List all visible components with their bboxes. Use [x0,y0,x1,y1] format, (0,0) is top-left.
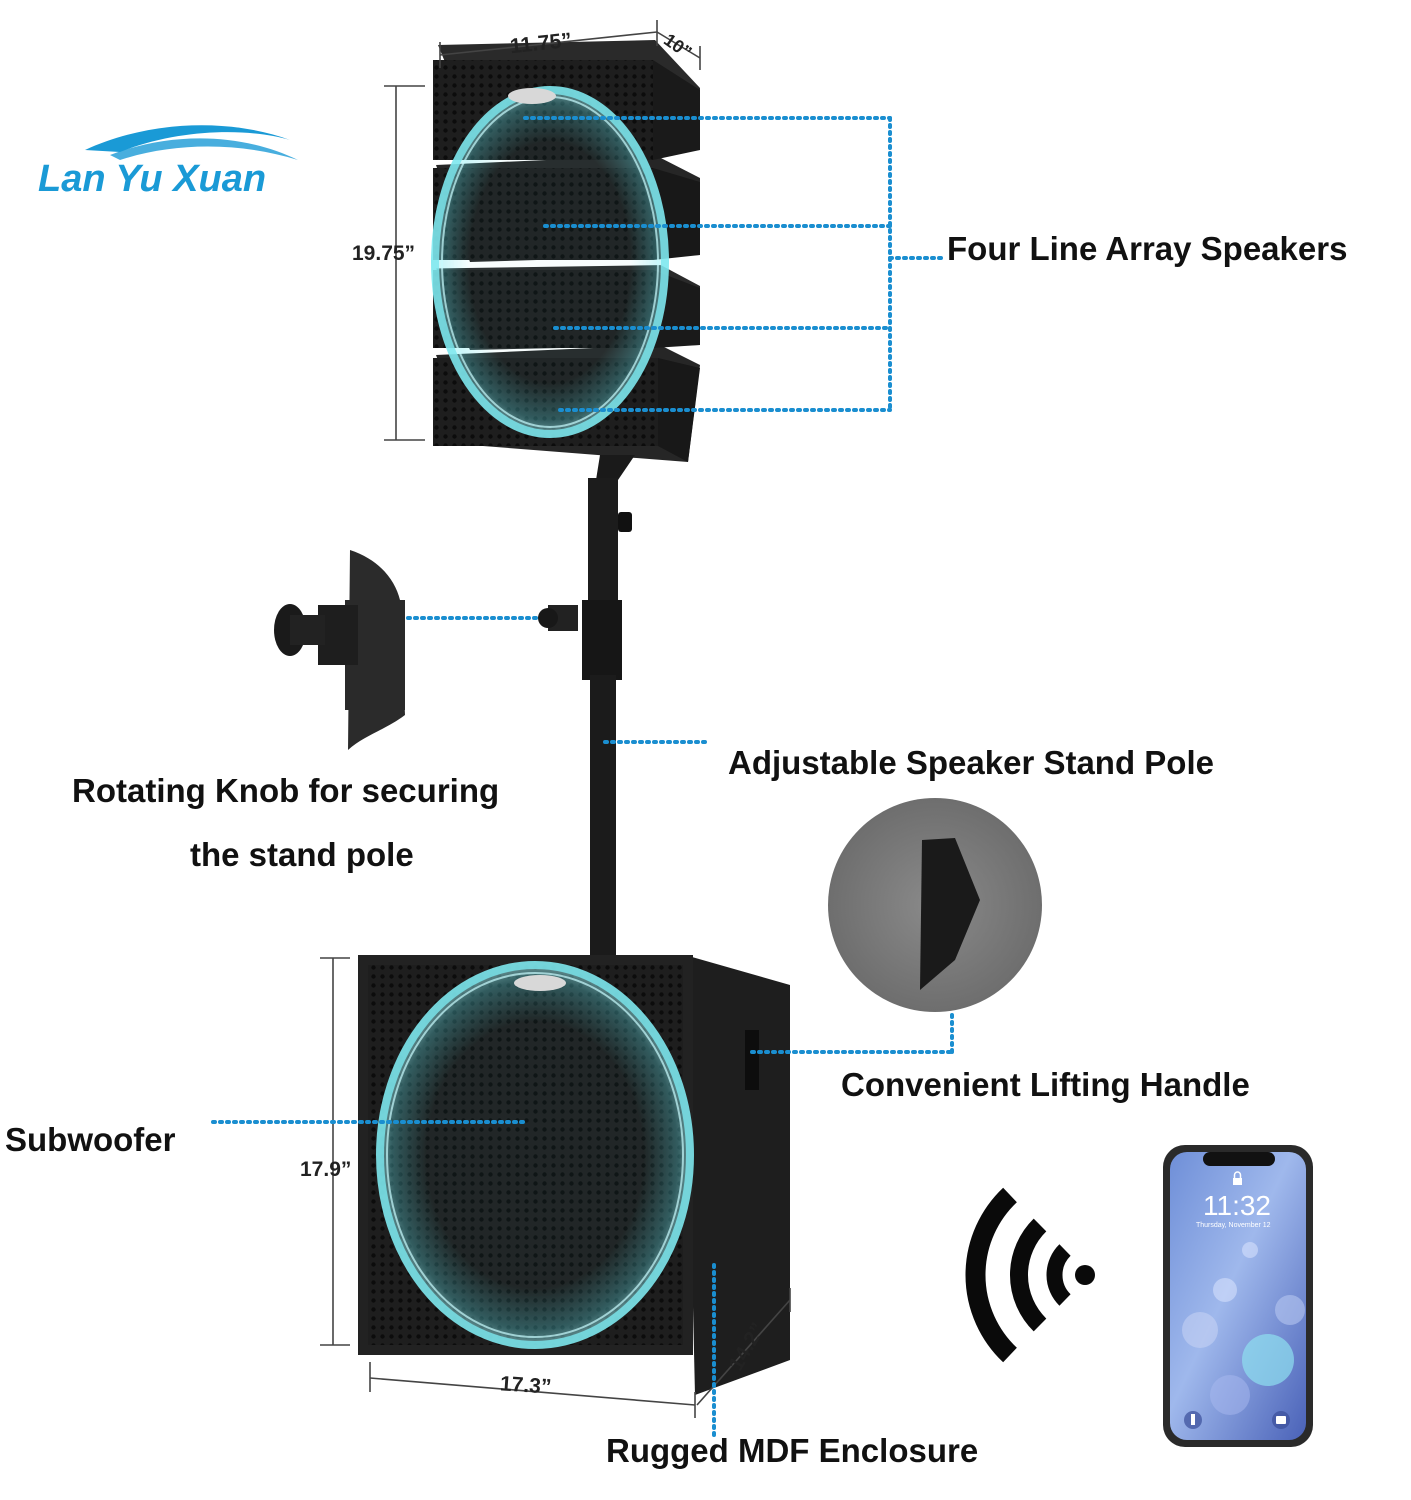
label-subwoofer: Subwoofer [5,1121,176,1158]
leader-lines-bottom [211,1013,954,1442]
knob-closeup [274,550,405,750]
leader-lines-middle [406,616,707,744]
brand-logo-text: Lan Yu Xuan [38,158,267,200]
label-rotating-knob-line2: the stand pole [190,836,414,873]
wifi-icon [965,1187,1095,1363]
sub-height-dimension: 17.9” [300,1158,352,1181]
brand-logo [85,125,298,160]
label-rotating-knob-line1: Rotating Knob for securing [72,772,500,809]
phone-date: Thursday, November 12 [1196,1222,1271,1229]
line-array-speakers [431,40,701,462]
flashlight-icon [1184,1411,1202,1429]
phone-time: 11:32 [1203,1190,1271,1221]
label-enclosure: Rugged MDF Enclosure [606,1432,979,1469]
label-stand-pole: Adjustable Speaker Stand Pole [728,744,1214,781]
sub-dimension-lines [320,957,791,1418]
label-four-line-array: Four Line Array Speakers [947,230,1348,267]
leader-lines-top [523,116,947,412]
lock-icon [1233,1171,1242,1185]
label-lifting-handle: Convenient Lifting Handle [841,1066,1250,1103]
smartphone [1163,1145,1313,1447]
sub-width-dimension: 17.3” [499,1372,553,1399]
handle-closeup [828,798,1042,1012]
subwoofer-cabinet [358,955,790,1395]
stand-pole [538,455,635,960]
camera-icon [1272,1411,1290,1429]
top-height-dimension: 19.75” [352,242,416,265]
top-dimension-lines [384,20,701,441]
